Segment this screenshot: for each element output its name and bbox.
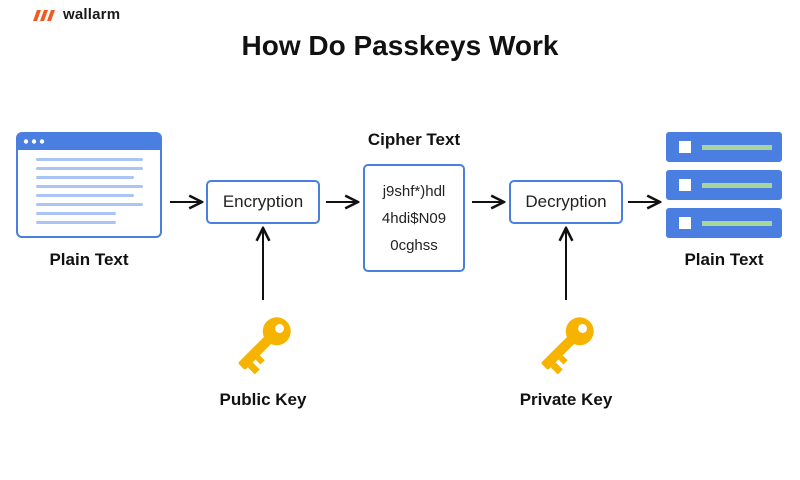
brand-name: wallarm	[63, 6, 121, 23]
key-icon	[238, 317, 291, 375]
wallarm-logo-icon	[33, 9, 55, 21]
public-key-label: Public Key	[219, 390, 307, 409]
decryption-box: Decryption	[509, 180, 623, 224]
encryption-label: Encryption	[222, 192, 304, 211]
server-stack-icon	[666, 132, 782, 238]
cipher-text-box: j9shf*)hdl 4hdi$N09 0cghss	[363, 164, 465, 272]
plain-text-left-label: Plain Text	[49, 250, 129, 269]
cipher-line: j9shf*)hdl	[382, 182, 446, 200]
key-icon	[541, 317, 594, 375]
page-title: How Do Passkeys Work	[241, 30, 559, 61]
cipher-line: 4hdi$N09	[381, 209, 447, 227]
private-key-label: Private Key	[519, 390, 613, 409]
decryption-label: Decryption	[525, 192, 607, 211]
encryption-box: Encryption	[206, 180, 320, 224]
plain-text-right-label: Plain Text	[684, 250, 764, 269]
brand: wallarm	[32, 6, 120, 23]
cipher-text-label: Cipher Text	[367, 130, 461, 149]
browser-document-icon	[16, 132, 162, 238]
cipher-line: 0cghss	[390, 236, 438, 254]
